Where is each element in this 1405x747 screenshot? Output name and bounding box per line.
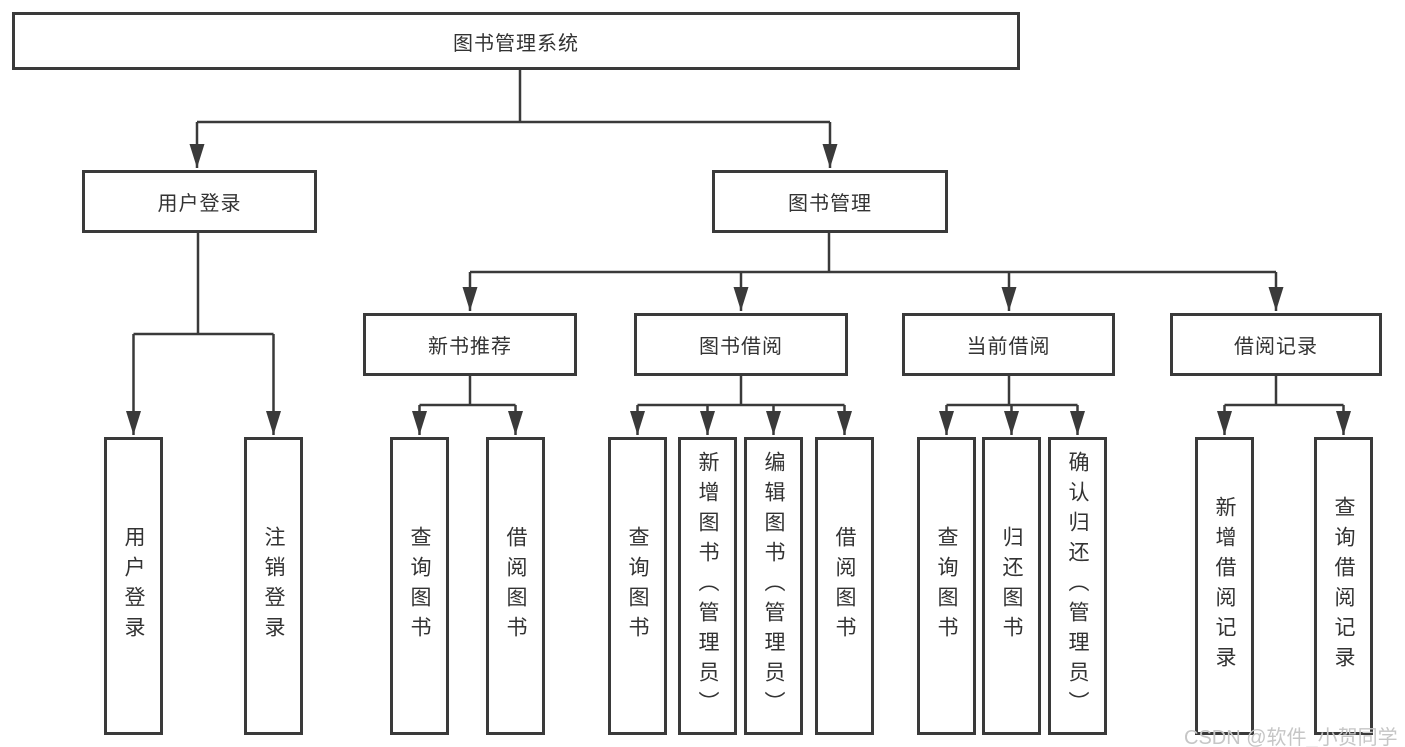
node-leaf-return-book: 归还图书: [982, 437, 1041, 735]
node-library-management-system: 图书管理系统: [12, 12, 1020, 70]
node-new-book-recommend: 新书推荐: [363, 313, 577, 376]
node-leaf-add-borrow-record: 新增借阅记录: [1195, 437, 1254, 735]
node-borrowing-records: 借阅记录: [1170, 313, 1382, 376]
csdn-watermark: CSDN @软件_小贺同学: [1184, 727, 1398, 747]
node-leaf-query-borrow-record: 查询借阅记录: [1314, 437, 1373, 735]
node-leaf-query-books-2: 查询图书: [608, 437, 667, 735]
node-leaf-confirm-return-admin: 确认归还（管理员）: [1048, 437, 1107, 735]
node-book-borrowing: 图书借阅: [634, 313, 848, 376]
node-leaf-edit-book-admin: 编辑图书（管理员）: [744, 437, 803, 735]
node-book-management: 图书管理: [712, 170, 948, 233]
node-leaf-query-books-1: 查询图书: [390, 437, 449, 735]
node-leaf-user-login: 用户登录: [104, 437, 163, 735]
node-current-borrowing: 当前借阅: [902, 313, 1115, 376]
node-leaf-query-books-3: 查询图书: [917, 437, 976, 735]
node-user-login: 用户登录: [82, 170, 317, 233]
node-leaf-add-book-admin: 新增图书（管理员）: [678, 437, 737, 735]
node-leaf-borrow-books-1: 借阅图书: [486, 437, 545, 735]
node-leaf-borrow-books-2: 借阅图书: [815, 437, 874, 735]
node-leaf-logout: 注销登录: [244, 437, 303, 735]
